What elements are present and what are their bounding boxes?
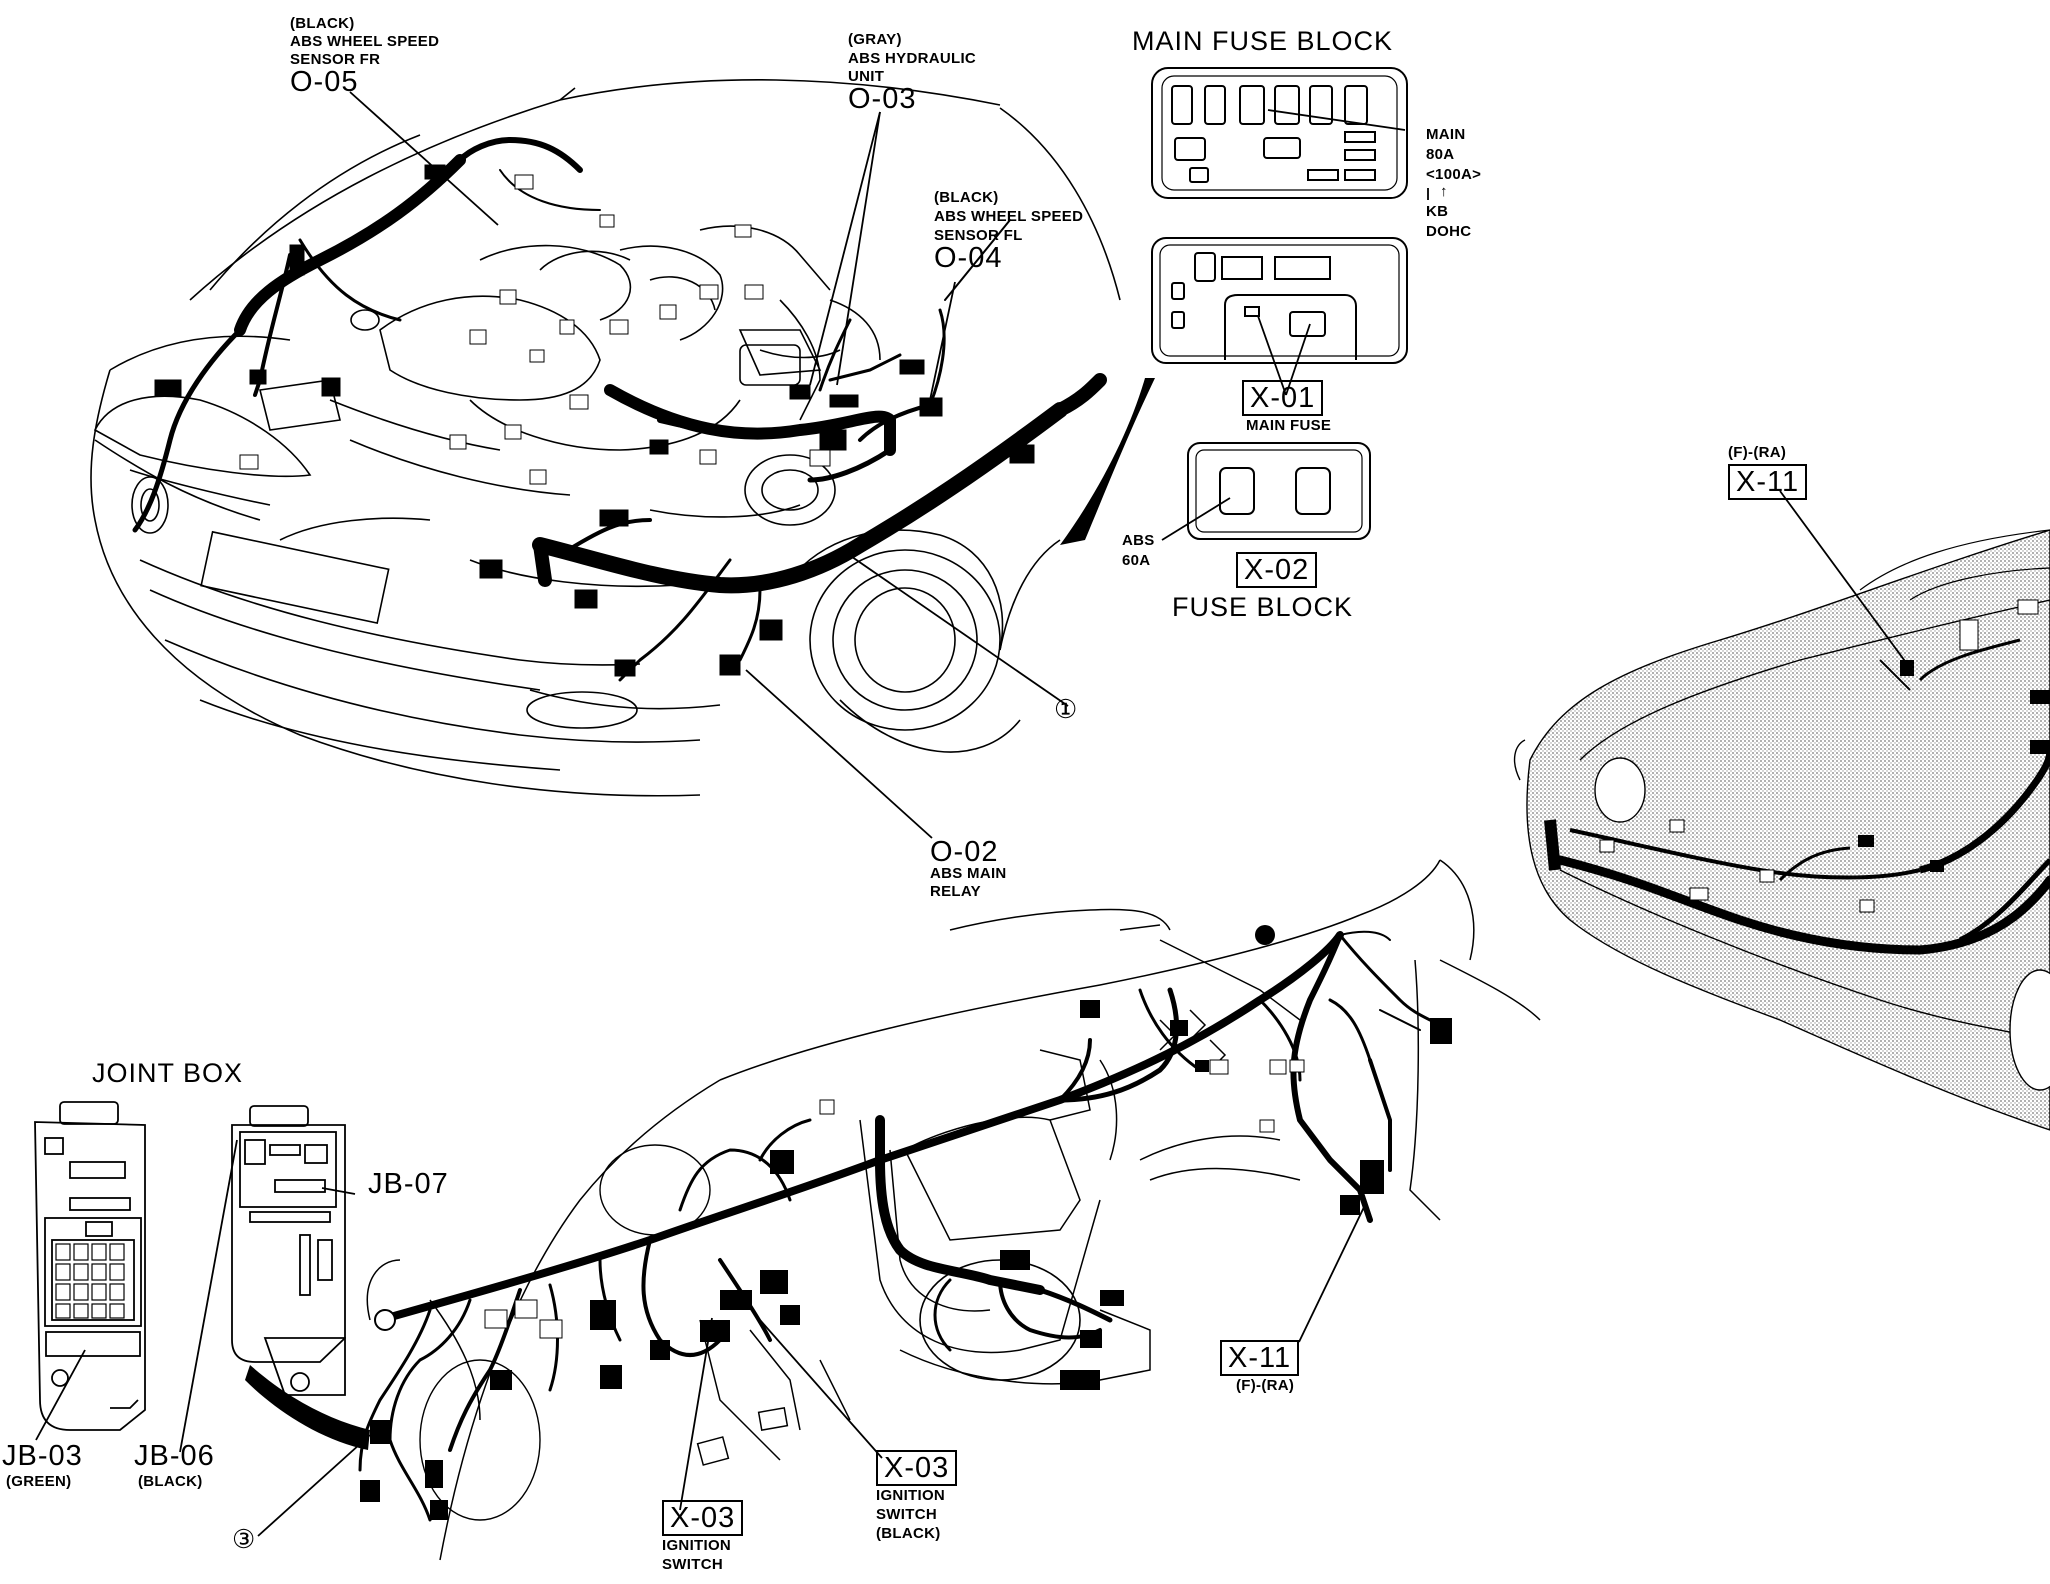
o03-name-line1: ABS HYDRAULIC (848, 50, 977, 67)
main-fuse-note-100a: <100A> (1426, 166, 1482, 183)
jb03-grid (55, 1243, 125, 1319)
jb07-connector-code: JB-07 (368, 1168, 449, 1200)
o04-name-line2: SENSOR FL (934, 227, 1023, 244)
abs-fuse-rating: 60A (1122, 552, 1151, 569)
callout-1: ① (1054, 694, 1078, 724)
x01-connector-code: X-01 (1242, 380, 1324, 416)
o03-name-line2: UNIT (848, 68, 885, 85)
jb06-color-label: (BLACK) (138, 1473, 203, 1490)
o05-connector-code: O-05 (290, 66, 359, 98)
dash-harness (358, 930, 1432, 1522)
main-fuse-note-main: MAIN (1426, 126, 1466, 143)
main-fuse-note-arrow: ↑ (1440, 183, 1448, 200)
jb03-color-label: (GREEN) (6, 1473, 72, 1490)
jb03-connector-code: JB-03 (2, 1440, 83, 1472)
o04-color-label: (BLACK) (934, 189, 999, 206)
callout-3: ③ (232, 1524, 256, 1554)
main-fuse-block-title: MAIN FUSE BLOCK (1132, 26, 1394, 56)
fuse-block-wedge (1060, 378, 1155, 545)
o05-name-line1: ABS WHEEL SPEED (290, 33, 440, 50)
engine-harness (132, 137, 1107, 682)
o05-name-line2: SENSOR FR (290, 51, 381, 68)
main-fuse-note-dohc: DOHC (1426, 223, 1472, 240)
x03-left-name-line1: IGNITION (662, 1537, 732, 1554)
abs-fuse-label: ABS (1122, 532, 1155, 549)
x03-right-name-line3: (BLACK) (876, 1525, 941, 1542)
engine-connectors (154, 164, 1035, 677)
o02-connector-code: O-02 (930, 836, 999, 868)
rear-vehicle-drawing (1513, 529, 2050, 1131)
magnifier-circle (419, 1359, 541, 1521)
engine-bay-drawing (90, 79, 1121, 797)
x02-connector-code: X-02 (1236, 552, 1318, 588)
dash-wedge (245, 1365, 370, 1450)
joint-box-title: JOINT BOX (92, 1058, 244, 1088)
joint-box-jb03 (34, 1101, 146, 1431)
x03-left-connector-code: X-03 (662, 1500, 744, 1536)
joint-box-jb06 (231, 1105, 346, 1396)
leader-lines (35, 91, 1911, 1537)
fuse-block-title: FUSE BLOCK (1172, 592, 1354, 622)
dashboard-drawing (366, 859, 1541, 1561)
o02-name-line1: ABS MAIN (930, 865, 1007, 882)
main-fuse-note-kb: KB (1426, 203, 1449, 220)
x03-left-name-line2: SWITCH (662, 1556, 723, 1573)
o03-color-label: (GRAY) (848, 31, 902, 48)
dash-connectors (360, 925, 1452, 1520)
jb06-connector-code: JB-06 (134, 1440, 215, 1472)
x01-name: MAIN FUSE (1246, 417, 1332, 434)
main-fuse-note-80a: 80A (1426, 146, 1455, 163)
o03-connector-code: O-03 (848, 83, 917, 115)
main-fuse-block (1151, 67, 1408, 540)
x11-bottom-suffix: (F)-(RA) (1236, 1377, 1295, 1394)
x03-right-name-line1: IGNITION (876, 1487, 946, 1504)
x11-top-connector-code: X-11 (1728, 464, 1808, 500)
o05-color-label: (BLACK) (290, 15, 355, 32)
x03-right-connector-code: X-03 (876, 1450, 958, 1486)
o02-name-line2: RELAY (930, 883, 981, 900)
x11-top-suffix: (F)-(RA) (1728, 444, 1787, 461)
o04-name-line1: ABS WHEEL SPEED (934, 208, 1084, 225)
x03-right-name-line2: SWITCH (876, 1506, 937, 1523)
o04-connector-code: O-04 (934, 242, 1003, 274)
x11-bottom-connector-code: X-11 (1220, 1340, 1300, 1376)
